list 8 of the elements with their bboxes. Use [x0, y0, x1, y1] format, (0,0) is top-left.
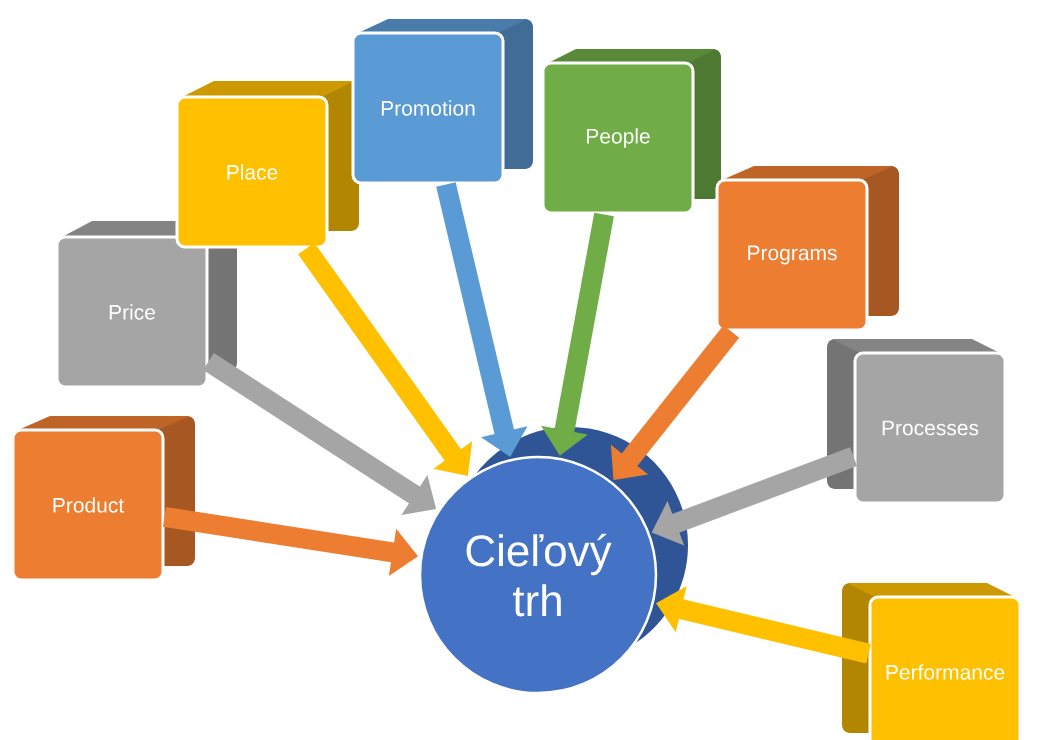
block-box: Promotion [351, 19, 533, 185]
block-box: Price [55, 221, 237, 389]
block-box: Product [11, 416, 195, 582]
block-box: People [541, 49, 721, 215]
block-box: Performance [842, 583, 1022, 740]
block-box: Place [175, 81, 359, 249]
block-box: Programs [715, 166, 899, 332]
block-box: Processes [827, 339, 1007, 505]
